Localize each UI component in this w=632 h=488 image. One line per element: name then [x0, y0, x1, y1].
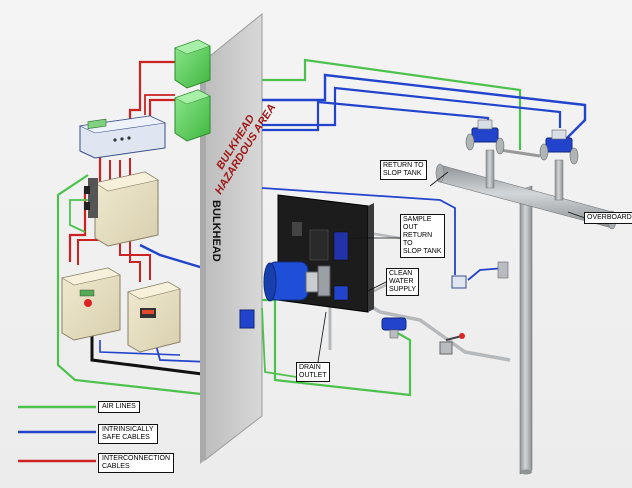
black-cable [90, 330, 211, 377]
actuated-valve-icon [381, 317, 407, 339]
overboard-callout: OVERBOARD [584, 212, 632, 224]
bulkhead-vertical-text: BULKHEAD [210, 200, 222, 262]
wall-junction-box [239, 309, 255, 329]
sensor-unit [333, 285, 349, 301]
interconnect-cable [128, 60, 175, 128]
control-panel-upper [84, 171, 159, 247]
legend-air-lines-label: AIR LINES [98, 401, 140, 413]
control-panel-lower-left [61, 267, 121, 341]
flow-meter-icon [465, 119, 505, 155]
green-junction-box-top [174, 39, 211, 89]
air-line [262, 58, 522, 150]
interconnect-cable [144, 94, 175, 115]
air-line [69, 199, 90, 233]
flow-meter-icon [539, 129, 579, 165]
drain-outlet-callout: DRAIN OUTLET [296, 362, 330, 382]
safe-cable [262, 73, 587, 141]
leader-line [567, 211, 586, 219]
green-junction-box-bottom [174, 89, 211, 142]
safe-cable [262, 100, 490, 132]
safe-cable [467, 267, 506, 281]
safe-cable [261, 187, 456, 275]
leader-line [365, 281, 387, 293]
return-to-slop-tank-callout: RETURN TO SLOP TANK [380, 160, 427, 180]
leader-line [429, 171, 449, 187]
pump-motor-icon [263, 261, 331, 302]
legend-safe-cables-label: INTRINSICALLY SAFE CABLES [98, 424, 158, 444]
emergency-stop-icon [84, 299, 92, 307]
interconnect-cable [148, 98, 175, 118]
analyser-rack-unit [78, 115, 167, 159]
pipe-structure [435, 148, 617, 475]
bulkhead-edge [200, 60, 205, 464]
hand-valve-icon [439, 333, 465, 355]
safe-cable [99, 340, 181, 356]
sample-out-callout: SAMPLE OUT RETURN TO SLOP TANK [400, 214, 445, 258]
leader-line [317, 311, 327, 363]
air-line [56, 174, 211, 397]
air-line [262, 298, 412, 397]
conductivity-sensor [451, 261, 509, 289]
safe-cable [262, 86, 562, 128]
legend-interconnection-cables-label: INTERCONNECTION CABLES [98, 453, 175, 473]
control-panel-lower-right [127, 281, 181, 353]
clean-water-supply-callout: CLEAN WATER SUPPLY [386, 268, 420, 296]
